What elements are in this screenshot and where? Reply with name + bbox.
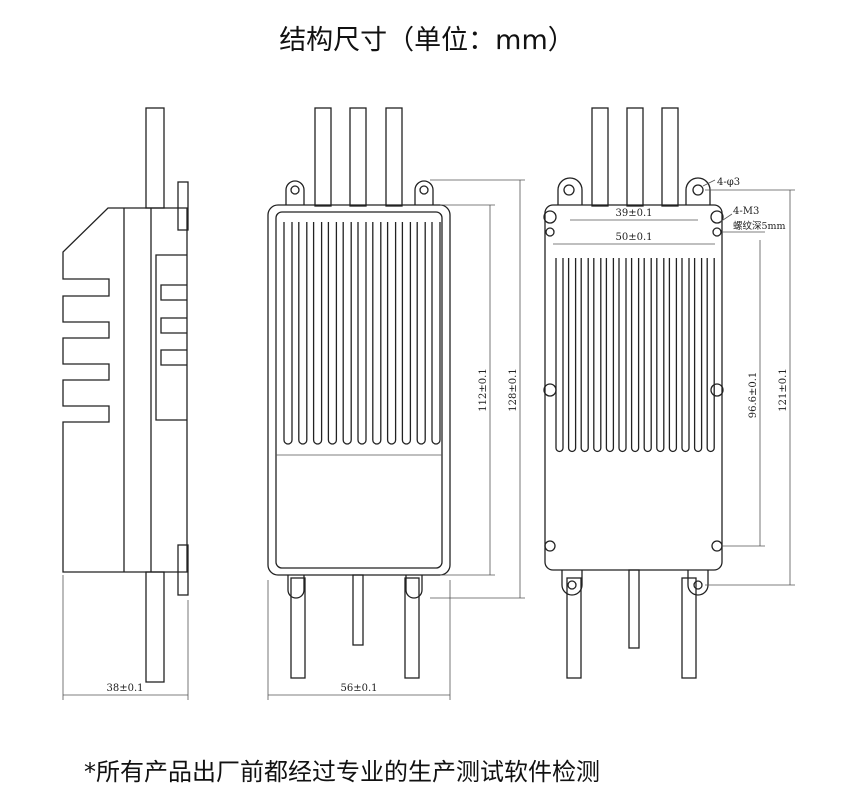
fin-slot: [401, 222, 412, 445]
fin-slot: [342, 222, 352, 445]
fin-slot: [580, 258, 589, 453]
fin-slot: [357, 222, 367, 445]
footer-note: *所有产品出厂前都经过专业的生产测试软件检测: [84, 758, 600, 786]
fin-slot: [630, 258, 640, 453]
side-view: 38±0.1: [62, 107, 189, 700]
back-total-height-label: 121±0.1: [778, 368, 789, 411]
thread-depth-callout: 螺纹深5mm: [733, 220, 786, 232]
fin-slot: [668, 258, 678, 453]
fin-slot: [656, 258, 665, 453]
front-view: 56±0.1 112±0.1 128±0.1: [267, 107, 525, 700]
fin-slot: [283, 222, 293, 445]
back-top-spacing-label: 39±0.1: [615, 208, 652, 219]
page-title: 结构尺寸（单位：mm）: [279, 25, 575, 56]
fin-slot: [693, 258, 703, 453]
fin-slot: [386, 222, 397, 445]
side-width-label: 38±0.1: [106, 683, 143, 694]
fin-slot: [416, 222, 426, 445]
front-width-label: 56±0.1: [340, 683, 377, 694]
hole-callout: 4-φ3: [717, 177, 740, 188]
back-mid-spacing-label: 50±0.1: [615, 232, 652, 243]
fin-slot: [618, 258, 627, 453]
fin-slot: [643, 258, 652, 453]
fin-slot: [681, 258, 690, 453]
fin-slot: [372, 222, 382, 445]
fin-slot: [431, 222, 441, 445]
fin-slot: [327, 222, 338, 445]
back-view: 39±0.1 50±0.1 4-φ3 4-M3 螺纹深5mm 96.6±0.1 …: [543, 107, 795, 679]
fin-slot: [605, 258, 615, 453]
fin-slot: [298, 222, 308, 445]
fin-slot: [555, 258, 564, 453]
fin-slot: [567, 258, 577, 453]
front-total-height-label: 128±0.1: [508, 368, 519, 411]
fin-slot: [312, 222, 323, 445]
fin-slot: [593, 258, 602, 453]
front-inner-height-label: 112±0.1: [478, 368, 489, 411]
thread-callout: 4-M3: [733, 206, 759, 217]
back-inner-height-label: 96.6±0.1: [748, 372, 759, 419]
fin-slot: [706, 258, 715, 453]
